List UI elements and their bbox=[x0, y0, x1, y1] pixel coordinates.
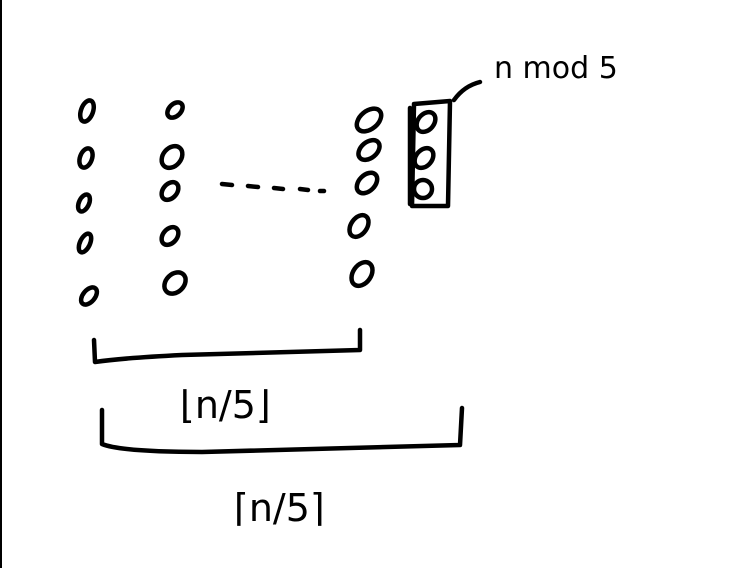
element-circle bbox=[411, 177, 435, 201]
column-2 bbox=[159, 100, 188, 296]
remainder-label: n mod 5 bbox=[494, 51, 618, 86]
column-1 bbox=[75, 98, 100, 307]
element-circle bbox=[354, 106, 384, 134]
element-circle bbox=[159, 179, 181, 203]
remainder-pointer bbox=[451, 79, 483, 103]
element-circle bbox=[78, 285, 100, 307]
element-circle bbox=[356, 137, 382, 163]
element-circle bbox=[162, 270, 188, 296]
element-circle bbox=[414, 109, 438, 135]
remainder-group bbox=[407, 79, 483, 209]
element-circle bbox=[347, 212, 371, 240]
floor-bracket bbox=[91, 327, 363, 365]
element-circle bbox=[75, 192, 93, 214]
ceil-bracket bbox=[99, 405, 465, 455]
ellipsis-dashes bbox=[219, 181, 327, 194]
element-circle bbox=[354, 170, 380, 196]
element-circle bbox=[165, 100, 185, 120]
element-circle bbox=[76, 231, 94, 255]
element-circle bbox=[77, 146, 95, 170]
element-circle bbox=[349, 259, 375, 289]
ceil-label: ⌈n/5⌉ bbox=[234, 486, 325, 530]
column-last bbox=[347, 106, 384, 289]
floor-label: ⌊n/5⌋ bbox=[180, 383, 271, 427]
element-circle bbox=[412, 145, 436, 171]
element-circle bbox=[159, 224, 181, 248]
remainder-box bbox=[409, 98, 453, 209]
element-circle bbox=[77, 98, 97, 124]
element-circle bbox=[159, 143, 185, 171]
